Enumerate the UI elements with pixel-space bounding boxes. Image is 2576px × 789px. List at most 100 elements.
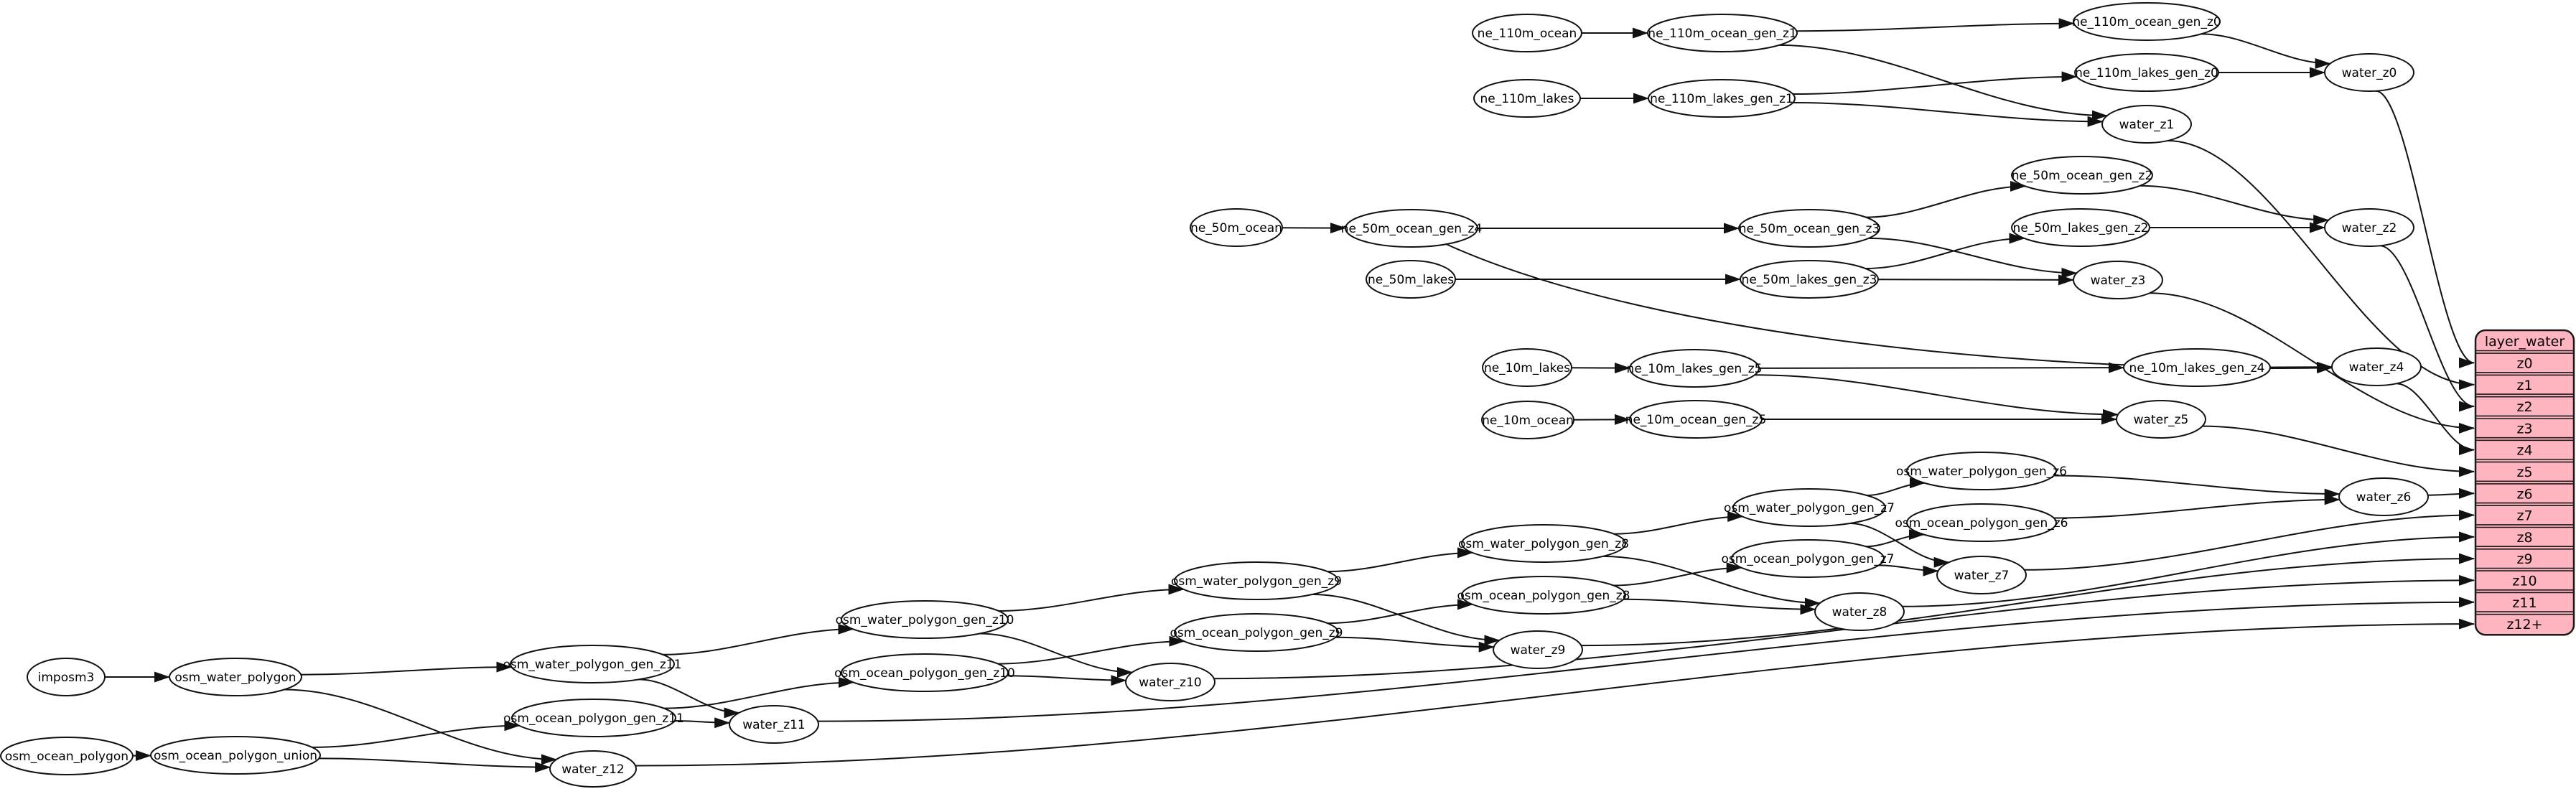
edge-osm_ocean_polygon_gen_z11-to-osm_ocean_polygon_gen_z10 xyxy=(663,677,854,709)
node-osm_ocean_polygon_gen_z11: osm_ocean_polygon_gen_z11 xyxy=(503,699,684,737)
layer-water-row-z8: z8 xyxy=(2516,530,2532,546)
edge-osm_water_polygon_gen_z6-to-water_z6 xyxy=(2053,475,2341,500)
edge-ne_110m_ocean_gen_z1-to-ne_110m_ocean_gen_z0 xyxy=(1796,18,2075,32)
edge-osm_ocean_polygon_gen_z11-to-water_z11 xyxy=(674,717,731,729)
edge-water_z11-to-layer_water-z11 xyxy=(818,597,2475,722)
layer-water-title: layer_water xyxy=(2485,334,2565,350)
ne_110m_ocean-label: ne_110m_ocean xyxy=(1478,27,1577,41)
osm_ocean_polygon_gen_z11-label: osm_ocean_polygon_gen_z11 xyxy=(503,711,684,726)
edge-osm_ocean_polygon_gen_z7-to-osm_ocean_polygon_gen_z6 xyxy=(1866,529,1925,548)
water_z5-label: water_z5 xyxy=(2134,413,2189,427)
imposm3-label: imposm3 xyxy=(38,671,95,685)
imposm3-ellipse xyxy=(27,658,106,696)
edge-osm_ocean_polygon_gen_z7-to-water_z7 xyxy=(1878,564,1939,576)
edge-water_z8-to-layer_water-z8 xyxy=(1902,531,2475,607)
layer-water-table: layer_waterz0z1z2z3z4z5z6z7z8z9z10z11z12… xyxy=(2474,329,2575,636)
osm_water_polygon_gen_z9-label: osm_water_polygon_gen_z9 xyxy=(1171,574,1342,589)
ne_10m_ocean-ellipse xyxy=(1481,401,1574,439)
edge-osm_ocean_polygon_gen_z8-to-osm_ocean_polygon_gen_z7 xyxy=(1613,562,1742,587)
edge-ne_50m_lakes_gen_z3-to-water_z3 xyxy=(1877,274,2074,286)
edge-osm_water_polygon_gen_z8-to-water_z8 xyxy=(1602,555,1821,609)
water_z4-label: water_z4 xyxy=(2349,360,2404,375)
edge-water_z1-to-layer_water-z1 xyxy=(2167,140,2475,391)
edge-ne_10m_lakes_gen_z5-to-water_z5 xyxy=(1755,374,2119,420)
water_z6-ellipse xyxy=(2338,477,2429,516)
node-ne_50m_lakes_gen_z2: ne_50m_lakes_gen_z2 xyxy=(2011,208,2150,247)
ne_50m_lakes_gen_z2-ellipse xyxy=(2011,208,2150,247)
edge-osm_ocean_polygon_union-to-osm_ocean_polygon_gen_z11 xyxy=(312,720,521,748)
layer-water-row-z6: z6 xyxy=(2516,486,2532,502)
osm_water_polygon_gen_z11-ellipse xyxy=(510,645,675,683)
osm_ocean_polygon_gen_z8-label: osm_ocean_polygon_gen_z8 xyxy=(1457,589,1630,603)
osm_ocean_polygon_gen_z6-label: osm_ocean_polygon_gen_z6 xyxy=(1895,516,2068,531)
water_z11-ellipse xyxy=(729,705,819,744)
edge-ne_110m_ocean_gen_z1-to-water_z1 xyxy=(1778,44,2108,121)
ne_110m_ocean-ellipse xyxy=(1472,14,1582,52)
ne_110m_lakes_gen_z0-ellipse xyxy=(2074,53,2219,92)
layer-water-row-z4: z4 xyxy=(2516,443,2532,459)
node-imposm3: imposm3 xyxy=(27,658,106,696)
ne_50m_lakes_gen_z3-ellipse xyxy=(1740,260,1879,299)
ne_50m_lakes-label: ne_50m_lakes xyxy=(1368,273,1454,287)
layer-water-row-z12+: z12+ xyxy=(2506,617,2542,632)
ne_110m_lakes_gen_z1-ellipse xyxy=(1648,79,1796,118)
node-water_z2: water_z2 xyxy=(2324,208,2414,247)
water_z3-label: water_z3 xyxy=(2091,274,2146,288)
osm_water_polygon-label: osm_water_polygon xyxy=(174,671,296,685)
ne_50m_lakes-ellipse xyxy=(1366,260,1456,299)
node-osm_water_polygon_gen_z7: osm_water_polygon_gen_z7 xyxy=(1724,488,1895,527)
ne_10m_ocean_gen_z5-ellipse xyxy=(1629,400,1763,439)
edge-water_z7-to-layer_water-z7 xyxy=(2024,510,2475,571)
water_z9-label: water_z9 xyxy=(1511,643,1566,658)
node-osm_water_polygon_gen_z6: osm_water_polygon_gen_z6 xyxy=(1896,452,2067,490)
node-osm_ocean_polygon: osm_ocean_polygon xyxy=(0,737,134,775)
layer-water-row-z5: z5 xyxy=(2516,464,2532,480)
water_z12-ellipse xyxy=(549,750,637,788)
ne_10m_lakes-label: ne_10m_lakes xyxy=(1484,361,1570,375)
ne_110m_ocean_gen_z0-ellipse xyxy=(2073,2,2221,41)
node-osm_water_polygon: osm_water_polygon xyxy=(169,658,302,696)
layer-water-row-z3: z3 xyxy=(2516,421,2532,436)
ne_50m_ocean_gen_z4-ellipse xyxy=(1345,209,1478,248)
ne_10m_lakes_gen_z4-label: ne_10m_lakes_gen_z4 xyxy=(2129,361,2265,375)
node-water_z3: water_z3 xyxy=(2073,261,2163,299)
node-water_z6: water_z6 xyxy=(2338,477,2429,516)
edge-osm_water_polygon_gen_z9-to-osm_water_polygon_gen_z8 xyxy=(1327,547,1473,573)
edge-osm_ocean_polygon_gen_z9-to-water_z9 xyxy=(1335,636,1495,653)
osm_water_polygon_gen_z6-label: osm_water_polygon_gen_z6 xyxy=(1896,464,2067,479)
water_z8-label: water_z8 xyxy=(1832,605,1887,620)
edge-osm_ocean_polygon_union-to-water_z12 xyxy=(319,757,551,773)
edge-osm_water_polygon-to-osm_water_polygon_gen_z11 xyxy=(301,661,513,676)
ne_50m_ocean-label: ne_50m_ocean xyxy=(1190,221,1282,235)
node-ne_50m_lakes: ne_50m_lakes xyxy=(1366,260,1456,299)
edge-osm_water_polygon_gen_z9-to-water_z9 xyxy=(1312,594,1501,646)
ne_10m_lakes-ellipse xyxy=(1482,348,1572,387)
nodes-layer: ne_110m_ocean ne_110m_ocean_gen_z1 ne_110m… xyxy=(0,2,2429,788)
node-ne_10m_lakes_gen_z5: ne_10m_lakes_gen_z5 xyxy=(1627,349,1762,388)
water_z5-ellipse xyxy=(2116,400,2206,439)
water_z6-label: water_z6 xyxy=(2356,490,2412,505)
node-ne_110m_lakes: ne_110m_lakes xyxy=(1473,79,1581,118)
node-ne_10m_ocean_gen_z5: ne_10m_ocean_gen_z5 xyxy=(1625,400,1767,439)
edge-ne_50m_ocean_gen_z3-to-water_z3 xyxy=(1868,237,2078,279)
node-osm_water_polygon_gen_z10: osm_water_polygon_gen_z10 xyxy=(836,600,1014,639)
edge-water_z12-to-layer_water-z12+ xyxy=(635,618,2475,767)
water_z11-label: water_z11 xyxy=(742,718,806,732)
edge-ne_110m_lakes_gen_z1-to-ne_110m_lakes_gen_z0 xyxy=(1793,71,2078,95)
osm_ocean_polygon_gen_z9-ellipse xyxy=(1174,613,1339,652)
ne_50m_lakes_gen_z2-label: ne_50m_lakes_gen_z2 xyxy=(2013,221,2149,235)
water_z1-ellipse xyxy=(2101,105,2192,144)
node-ne_110m_ocean_gen_z1: ne_110m_ocean_gen_z1 xyxy=(1647,14,1798,52)
node-osm_ocean_polygon_gen_z8: osm_ocean_polygon_gen_z8 xyxy=(1457,576,1630,615)
node-osm_ocean_polygon_gen_z9: osm_ocean_polygon_gen_z9 xyxy=(1170,613,1343,652)
ne_110m_lakes-ellipse xyxy=(1473,79,1581,118)
edge-water_z6-to-layer_water-z6 xyxy=(2427,487,2475,499)
edge-osm_water_polygon_gen_z10-to-water_z10 xyxy=(979,632,1133,678)
node-ne_110m_lakes_gen_z1: ne_110m_lakes_gen_z1 xyxy=(1648,79,1796,118)
edge-osm_ocean_polygon_gen_z9-to-osm_ocean_polygon_gen_z8 xyxy=(1327,599,1473,625)
ne_10m_ocean_gen_z5-label: ne_10m_ocean_gen_z5 xyxy=(1625,413,1767,427)
osm_ocean_polygon_gen_z10-label: osm_ocean_polygon_gen_z10 xyxy=(834,666,1015,681)
edge-ne_50m_ocean_gen_z3-to-ne_50m_ocean_gen_z2 xyxy=(1865,180,2026,218)
water_z3-ellipse xyxy=(2073,261,2163,299)
